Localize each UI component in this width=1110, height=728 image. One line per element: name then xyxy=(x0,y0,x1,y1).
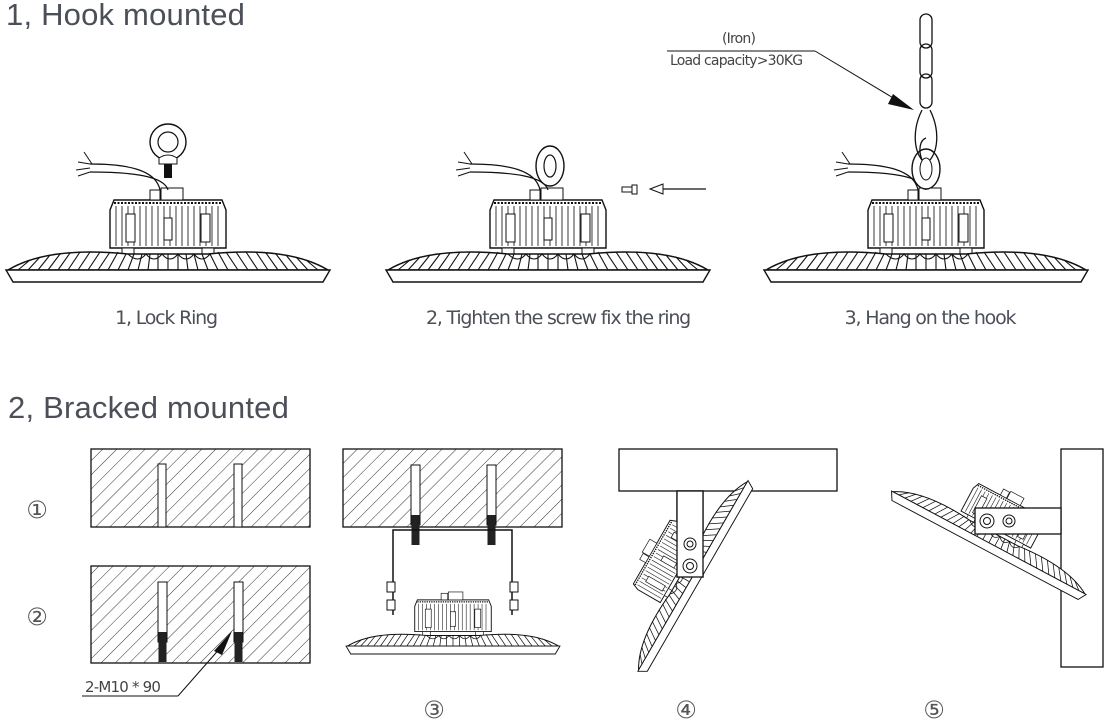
section-heading-bracket-mounted: 2, Bracked mounted xyxy=(8,390,290,425)
wall-block-mounted xyxy=(342,448,563,615)
chain-material-label: (Iron) xyxy=(722,31,756,47)
step-marker-2: ② xyxy=(26,603,48,631)
lamp-step-2 xyxy=(385,145,711,283)
step-caption-hang-hook: 3, Hang on the hook xyxy=(844,307,1017,329)
lamp-step-1 xyxy=(5,123,331,283)
section-heading-hook-mounted: 1, Hook mounted xyxy=(6,0,246,32)
step-marker-4: ④ xyxy=(675,696,697,724)
screw-icon xyxy=(621,184,638,195)
wall-block-drilled xyxy=(90,448,311,528)
ceiling-bracket-mount xyxy=(588,448,838,677)
chain-load-capacity-label: Load capacity>30KG xyxy=(670,53,803,69)
arrow-left-icon xyxy=(648,183,706,195)
lamp-bracket-mounted xyxy=(345,591,561,655)
wall-block-anchors xyxy=(82,565,311,697)
chain-callout-leader xyxy=(667,50,914,110)
step-caption-lock-ring: 1, Lock Ring xyxy=(115,307,218,329)
step-caption-tighten-screw: 2, Tighten the screw fix the ring xyxy=(425,307,691,329)
wall-bracket-mount xyxy=(887,441,1110,668)
anchor-bolt-spec-label: 2-M10 * 90 xyxy=(85,678,161,696)
step-marker-5: ⑤ xyxy=(923,696,945,724)
lamp-step-3 xyxy=(763,148,1089,283)
step-marker-1: ① xyxy=(26,496,48,524)
step-marker-3: ③ xyxy=(423,696,445,724)
chain-icon xyxy=(914,13,938,161)
